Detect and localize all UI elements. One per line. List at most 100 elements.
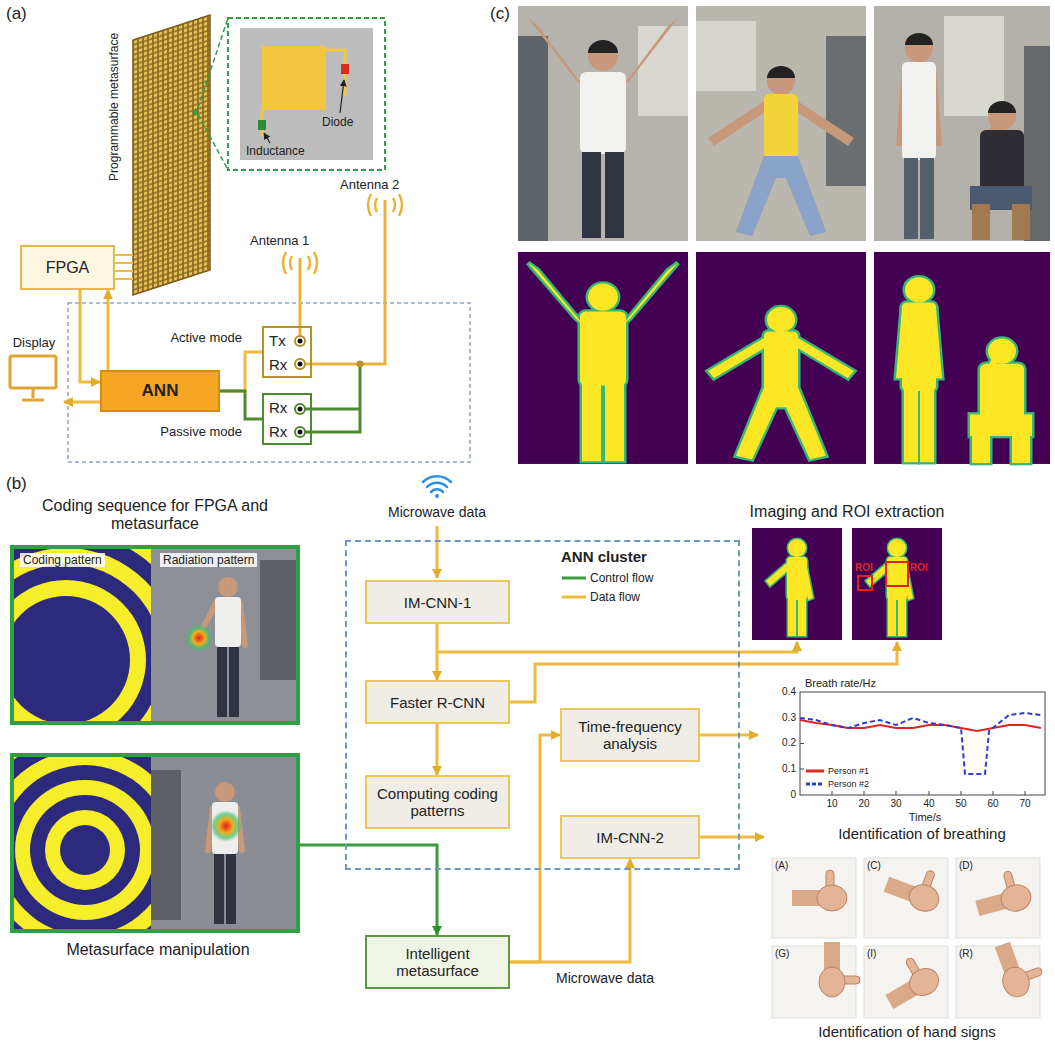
node-text: IM-CNN-1 — [404, 594, 472, 611]
legend-text: Person #2 — [828, 779, 869, 789]
photo — [696, 6, 866, 241]
legend-text: Data flow — [590, 590, 640, 604]
legend-sample — [562, 593, 586, 601]
silhouette-image-part — [708, 307, 854, 459]
radiation-photo-part — [210, 810, 242, 842]
photo-part — [1012, 204, 1030, 240]
coding-pattern-part — [14, 757, 151, 929]
legend-sample-line — [806, 783, 824, 786]
coding-pattern-part — [14, 549, 151, 721]
process-box: Faster R-CNN — [365, 680, 510, 724]
photo-part — [944, 16, 1004, 116]
coding-pattern-part — [60, 825, 110, 875]
hand-sign-photo-part — [864, 858, 948, 938]
photo-part — [588, 40, 618, 53]
coding-pattern-part — [14, 580, 146, 721]
text-label: Programmable metasurface — [108, 22, 122, 192]
hand-sign-photo-part — [772, 858, 856, 938]
unit-cell-part — [262, 46, 326, 110]
hand-sign-photo-part — [875, 950, 943, 1013]
unit-cell — [240, 28, 373, 160]
data-flow-arrow-part — [436, 526, 439, 578]
zoom-lines-part — [198, 18, 228, 108]
fpga-bus — [115, 255, 133, 279]
node-text: Metasurface manipulation — [10, 941, 306, 959]
photo-part — [905, 33, 933, 45]
photo-part — [638, 26, 688, 116]
data-flow-arrow-part — [437, 642, 797, 652]
photo-part — [708, 67, 854, 236]
photo-part — [736, 156, 826, 236]
text-label: (A) — [775, 860, 788, 872]
flow-connector — [510, 859, 630, 962]
antenna-symbol-part — [290, 256, 292, 270]
radiation-photo-part — [229, 647, 239, 717]
text-label: (C) — [867, 860, 881, 872]
zoom-lines — [198, 18, 385, 170]
breath-chart-part — [800, 720, 1041, 731]
node-text: Display — [4, 335, 64, 350]
legend-item: Control flow — [562, 571, 653, 585]
display-node: Display — [4, 335, 64, 415]
monitor-icon — [10, 356, 56, 400]
antenna-symbol-part — [283, 252, 286, 274]
legend-item: Person #1 — [806, 766, 869, 776]
flow-connector — [436, 624, 439, 680]
flow-connector — [436, 724, 439, 775]
silhouette-image-part — [896, 277, 1032, 463]
text-label: 0.3 — [770, 712, 796, 724]
legend-text: Control flow — [590, 571, 653, 585]
breath-chart-part-part — [929, 791, 930, 795]
zoom-lines-part — [198, 114, 228, 170]
edge-label: Active mode — [158, 330, 242, 345]
breath-chart-part — [800, 718, 1025, 795]
photo-part — [696, 21, 756, 91]
process-box: IM-CNN-2 — [560, 815, 700, 859]
hand-sign-photo-part — [956, 858, 1040, 938]
radiation-photo-part — [151, 549, 296, 721]
monitor-icon-part — [32, 388, 35, 398]
silhouette-image-part — [518, 252, 688, 464]
legend-sample — [806, 767, 824, 775]
silhouette-image-part — [528, 263, 678, 461]
coding-pattern-part — [14, 549, 151, 721]
port-dots-part — [295, 359, 305, 369]
text-label: (G) — [775, 948, 789, 960]
text-label: (c) — [490, 4, 510, 24]
process-box: IM-CNN-1 — [365, 580, 510, 624]
text-label: Antenna 1 — [250, 234, 309, 249]
roi-result-part — [866, 539, 913, 636]
legend-sample-line — [562, 577, 586, 580]
unit-cell-part — [264, 133, 270, 143]
radiation-photo — [151, 549, 296, 721]
flow-connector — [510, 735, 560, 962]
flow-connector — [80, 290, 100, 382]
photo-part — [988, 101, 1016, 113]
hand-sign-photo-part — [819, 942, 860, 997]
text-label: 70 — [1013, 798, 1037, 810]
unit-cell-part — [340, 80, 344, 113]
passive-wires-part — [300, 408, 360, 411]
process-box: Time-frequency analysis — [560, 708, 700, 762]
node-text: Faster R-CNN — [390, 694, 485, 711]
flow-connector — [220, 391, 262, 419]
legend-sample — [562, 574, 586, 582]
wifi-icon-part — [423, 476, 451, 482]
coding-pattern-part — [14, 757, 151, 929]
port-dots — [295, 336, 364, 437]
radiation-photo-part — [151, 757, 296, 929]
fpga-bus-part — [115, 254, 133, 256]
silhouette-image-part — [696, 252, 866, 464]
photo-part — [920, 158, 934, 239]
photo-part — [582, 152, 601, 238]
text-label: 0 — [770, 789, 796, 801]
text-label: Identification of breathing — [812, 825, 1032, 842]
coding-pattern-part — [14, 549, 151, 721]
breath-chart-part-part — [961, 791, 962, 795]
coding-pattern-part — [14, 757, 151, 929]
wifi-icon — [423, 476, 451, 498]
hand-sign-photo-part — [864, 946, 948, 1018]
legend-sample-line — [806, 770, 824, 773]
radiation-photo-part — [215, 597, 241, 647]
